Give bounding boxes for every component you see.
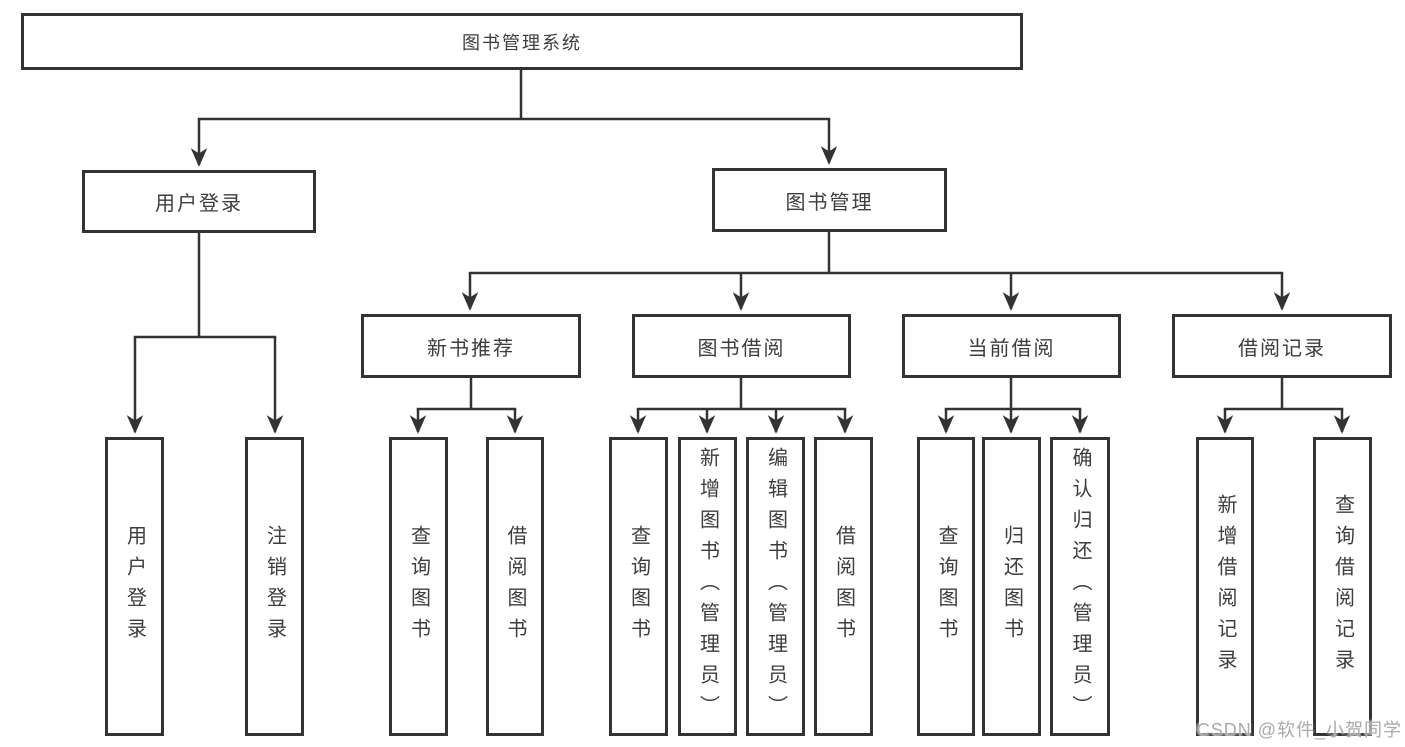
leaf-current-query-books: 查询图书 bbox=[917, 437, 975, 736]
node-label: 借阅图书 bbox=[504, 524, 526, 649]
connector-current-borrow-children bbox=[937, 378, 1089, 434]
node-book-borrowing: 图书借阅 bbox=[632, 314, 851, 378]
connector-book-management-children bbox=[461, 232, 1291, 311]
connector-borrow-record-children bbox=[1216, 378, 1351, 434]
node-label: 图书管理 bbox=[785, 191, 874, 214]
leaf-records-add-borrow-record: 新增借阅记录 bbox=[1196, 437, 1254, 736]
leaf-current-confirm-return-admin: 确认归还（管理员） bbox=[1050, 437, 1110, 736]
node-label: 编辑图书（管理员） bbox=[764, 447, 787, 726]
node-label: 用户登录 bbox=[123, 524, 146, 649]
node-user-login: 用户登录 bbox=[82, 170, 316, 233]
leaf-borrow-query-books: 查询图书 bbox=[609, 437, 668, 736]
node-label: 新书推荐 bbox=[427, 337, 515, 360]
node-label: 归还图书 bbox=[1000, 524, 1023, 649]
connector-book-borrow-children bbox=[629, 378, 854, 434]
node-current-borrowing: 当前借阅 bbox=[902, 314, 1121, 378]
leaf-user-login: 用户登录 bbox=[105, 437, 164, 736]
node-label: 图书借阅 bbox=[697, 337, 786, 360]
leaf-borrow-add-books-admin: 新增图书（管理员） bbox=[678, 437, 737, 736]
csdn-watermark: CSDN @软件_小贺同学 bbox=[1196, 720, 1402, 740]
node-label: 借阅图书 bbox=[832, 524, 855, 649]
node-label: 查询图书 bbox=[407, 524, 430, 649]
node-label: 新增借阅记录 bbox=[1214, 493, 1236, 680]
node-label: 注销登录 bbox=[263, 524, 286, 649]
node-new-book-recommendation: 新书推荐 bbox=[361, 314, 581, 378]
node-label: 查询借阅记录 bbox=[1331, 493, 1354, 680]
leaf-borrow-edit-books-admin: 编辑图书（管理员） bbox=[746, 437, 805, 736]
leaf-records-query-borrow-record: 查询借阅记录 bbox=[1313, 437, 1372, 736]
node-label: 新增图书（管理员） bbox=[696, 447, 719, 726]
leaf-logout: 注销登录 bbox=[245, 437, 304, 736]
connector-user-login-children bbox=[126, 233, 284, 434]
leaf-borrow-borrow-books: 借阅图书 bbox=[814, 437, 873, 736]
node-label: 查询图书 bbox=[627, 524, 650, 649]
node-book-management: 图书管理 bbox=[712, 168, 947, 232]
node-label: 借阅记录 bbox=[1238, 337, 1326, 360]
connector-root-to-level2 bbox=[190, 70, 838, 167]
leaf-current-return-books: 归还图书 bbox=[982, 437, 1041, 736]
node-label: 图书管理系统 bbox=[462, 32, 582, 53]
node-label: 确认归还（管理员） bbox=[1069, 447, 1091, 726]
connector-new-book-children bbox=[409, 378, 524, 434]
node-label: 用户登录 bbox=[155, 193, 243, 215]
node-label: 查询图书 bbox=[935, 524, 957, 649]
leaf-newbooks-query-books: 查询图书 bbox=[389, 437, 448, 736]
node-root-library-management-system: 图书管理系统 bbox=[21, 13, 1023, 70]
node-label: 当前借阅 bbox=[967, 337, 1056, 360]
node-borrowing-records: 借阅记录 bbox=[1172, 314, 1392, 378]
leaf-newbooks-borrow-books: 借阅图书 bbox=[486, 437, 544, 736]
